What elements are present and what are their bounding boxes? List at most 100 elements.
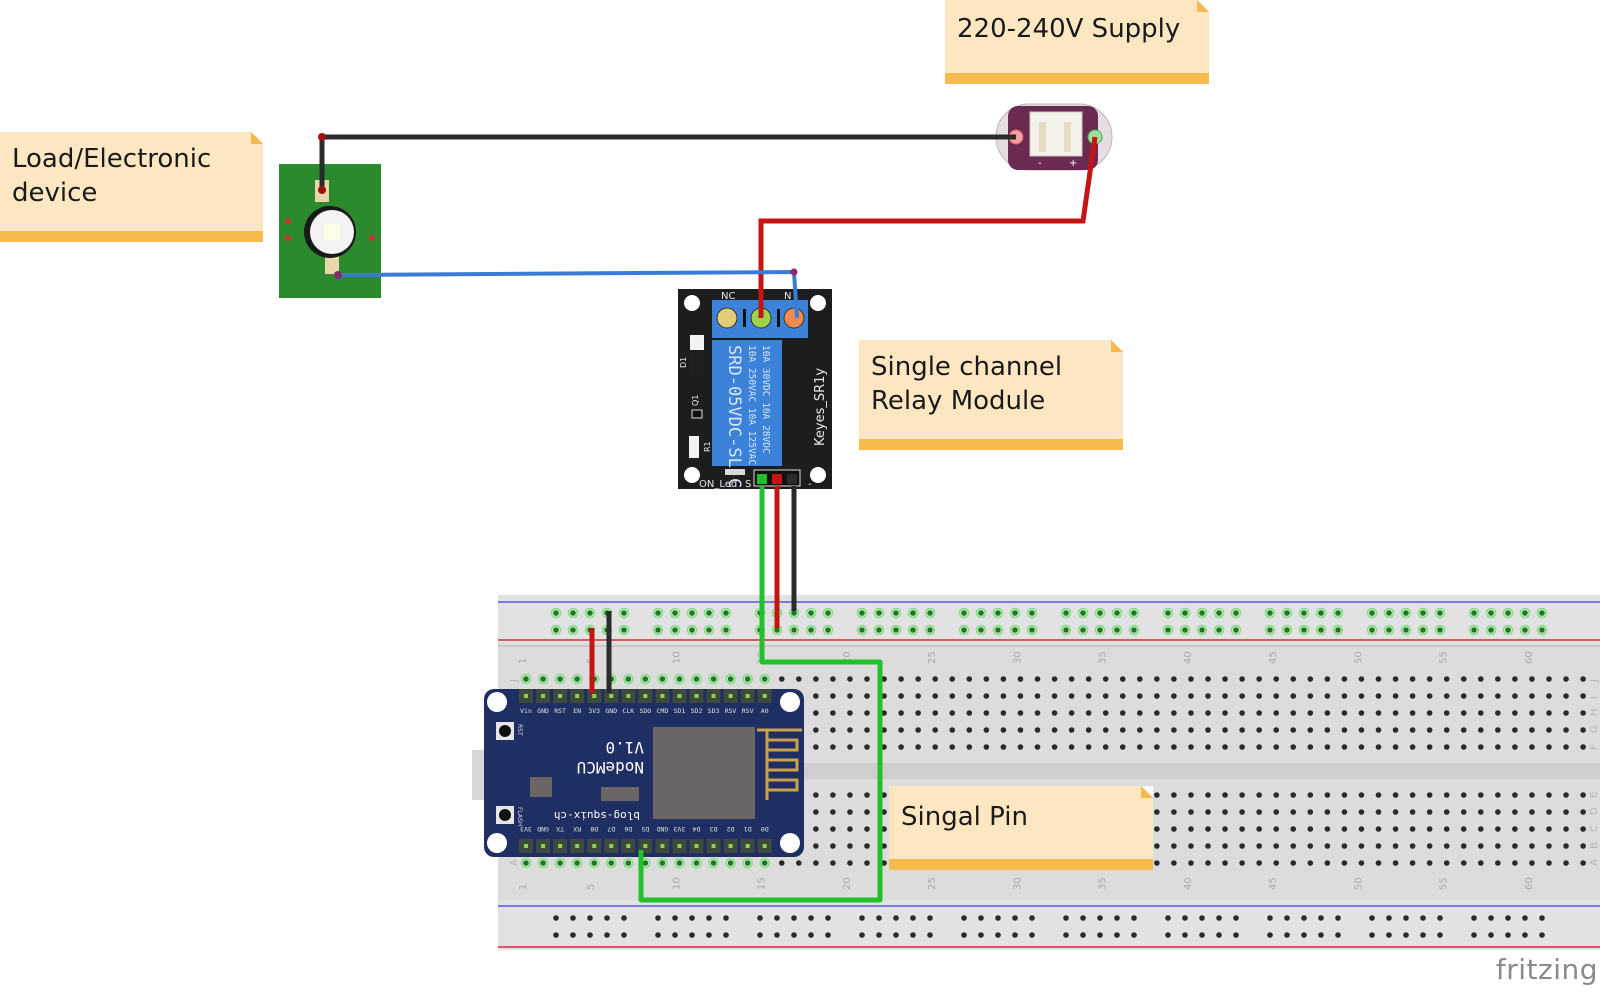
breadboard-hole[interactable] — [927, 932, 933, 938]
breadboard-hole[interactable] — [1114, 610, 1120, 616]
breadboard-hole[interactable] — [1426, 676, 1433, 682]
breadboard-hole[interactable] — [1222, 826, 1228, 832]
breadboard-hole[interactable] — [1341, 710, 1348, 716]
nodemcu-board[interactable]: RST FLASH V1.0 NodeMCU blog-squix-ch Vin… — [472, 689, 804, 857]
breadboard-hole[interactable] — [1443, 792, 1450, 798]
breadboard-hole[interactable] — [949, 693, 956, 699]
breadboard-hole[interactable] — [825, 610, 831, 616]
breadboard-hole[interactable] — [1171, 792, 1177, 798]
breadboard-hole[interactable] — [830, 826, 836, 832]
breadboard-hole[interactable] — [791, 627, 797, 633]
breadboard-hole[interactable] — [1403, 610, 1409, 616]
breadboard-hole[interactable] — [949, 710, 956, 716]
breadboard-hole[interactable] — [621, 627, 627, 633]
breadboard-hole[interactable] — [1460, 727, 1467, 733]
breadboard-hole[interactable] — [1522, 915, 1528, 921]
breadboard-hole[interactable] — [1358, 860, 1365, 866]
breadboard-hole[interactable] — [1307, 727, 1314, 733]
breadboard-hole[interactable] — [1256, 792, 1262, 798]
breadboard-hole[interactable] — [1256, 843, 1262, 849]
breadboard-hole[interactable] — [1375, 744, 1382, 750]
breadboard-hole[interactable] — [1420, 932, 1426, 938]
breadboard-hole[interactable] — [983, 744, 990, 750]
breadboard-hole[interactable] — [1341, 744, 1348, 750]
breadboard-hole[interactable] — [1563, 809, 1569, 815]
breadboard-hole[interactable] — [1307, 710, 1314, 716]
breadboard-hole[interactable] — [830, 693, 836, 699]
breadboard-hole[interactable] — [847, 693, 853, 699]
breadboard-hole[interactable] — [723, 915, 729, 921]
breadboard-hole[interactable] — [995, 627, 1001, 633]
breadboard-hole[interactable] — [808, 932, 814, 938]
breadboard-hole[interactable] — [1529, 809, 1535, 815]
breadboard-hole[interactable] — [915, 710, 921, 716]
breadboard-hole[interactable] — [1392, 826, 1399, 832]
breadboard-hole[interactable] — [757, 915, 763, 921]
breadboard-hole[interactable] — [1097, 915, 1103, 921]
breadboard-hole[interactable] — [1522, 627, 1528, 633]
breadboard-hole[interactable] — [1165, 915, 1171, 921]
breadboard-hole[interactable] — [1375, 826, 1382, 832]
breadboard-hole[interactable] — [1443, 826, 1450, 832]
breadboard-hole[interactable] — [642, 676, 649, 682]
breadboard-hole[interactable] — [1341, 860, 1348, 866]
breadboard-hole[interactable] — [1239, 693, 1245, 699]
breadboard-hole[interactable] — [1495, 744, 1501, 750]
breadboard-hole[interactable] — [983, 676, 990, 682]
breadboard-hole[interactable] — [1000, 727, 1007, 733]
breadboard-hole[interactable] — [1443, 710, 1450, 716]
breadboard-hole[interactable] — [744, 860, 751, 866]
breadboard-hole[interactable] — [604, 915, 610, 921]
breadboard-hole[interactable] — [1539, 932, 1545, 938]
breadboard-hole[interactable] — [1256, 860, 1262, 866]
breadboard-hole[interactable] — [574, 676, 580, 682]
breadboard-hole[interactable] — [915, 727, 921, 733]
breadboard-hole[interactable] — [1256, 710, 1262, 716]
breadboard-hole[interactable] — [791, 932, 797, 938]
breadboard-hole[interactable] — [1426, 860, 1433, 866]
breadboard-hole[interactable] — [1478, 727, 1484, 733]
breadboard-hole[interactable] — [1216, 915, 1222, 921]
breadboard-hole[interactable] — [1171, 860, 1177, 866]
breadboard-hole[interactable] — [1012, 915, 1018, 921]
breadboard-hole[interactable] — [1426, 710, 1433, 716]
breadboard-hole[interactable] — [1488, 915, 1494, 921]
breadboard-hole[interactable] — [1324, 744, 1331, 750]
breadboard-hole[interactable] — [1182, 915, 1188, 921]
breadboard-hole[interactable] — [1539, 627, 1545, 633]
breadboard-hole[interactable] — [1068, 676, 1075, 682]
breadboard-hole[interactable] — [1154, 809, 1160, 815]
breadboard-hole[interactable] — [604, 932, 610, 938]
breadboard-hole[interactable] — [1443, 693, 1450, 699]
breadboard-hole[interactable] — [1409, 727, 1416, 733]
breadboard-hole[interactable] — [949, 676, 956, 682]
breadboard-hole[interactable] — [1290, 826, 1297, 832]
breadboard-hole[interactable] — [1188, 710, 1194, 716]
breadboard-hole[interactable] — [1420, 610, 1426, 616]
breadboard-hole[interactable] — [876, 915, 882, 921]
breadboard-hole[interactable] — [932, 727, 938, 733]
breadboard-hole[interactable] — [1495, 676, 1501, 682]
breadboard-hole[interactable] — [1529, 710, 1535, 716]
breadboard-hole[interactable] — [1580, 744, 1586, 750]
breadboard-hole[interactable] — [1505, 610, 1511, 616]
breadboard-hole[interactable] — [1239, 826, 1245, 832]
breadboard-hole[interactable] — [893, 915, 899, 921]
breadboard-hole[interactable] — [1199, 915, 1205, 921]
breadboard-hole[interactable] — [1051, 710, 1058, 716]
breadboard-hole[interactable] — [1409, 676, 1416, 682]
breadboard-hole[interactable] — [859, 915, 865, 921]
breadboard-hole[interactable] — [932, 710, 938, 716]
breadboard-hole[interactable] — [587, 915, 593, 921]
breadboard-hole[interactable] — [830, 809, 836, 815]
breadboard-hole[interactable] — [1478, 676, 1484, 682]
breadboard-hole[interactable] — [881, 710, 887, 716]
breadboard-hole[interactable] — [1460, 693, 1467, 699]
breadboard-hole[interactable] — [676, 676, 683, 682]
breadboard-hole[interactable] — [1222, 809, 1228, 815]
breadboard-hole[interactable] — [1307, 676, 1314, 682]
breadboard-hole[interactable] — [1290, 809, 1297, 815]
breadboard-hole[interactable] — [864, 826, 870, 832]
breadboard-hole[interactable] — [744, 676, 751, 682]
breadboard-hole[interactable] — [1102, 710, 1109, 716]
